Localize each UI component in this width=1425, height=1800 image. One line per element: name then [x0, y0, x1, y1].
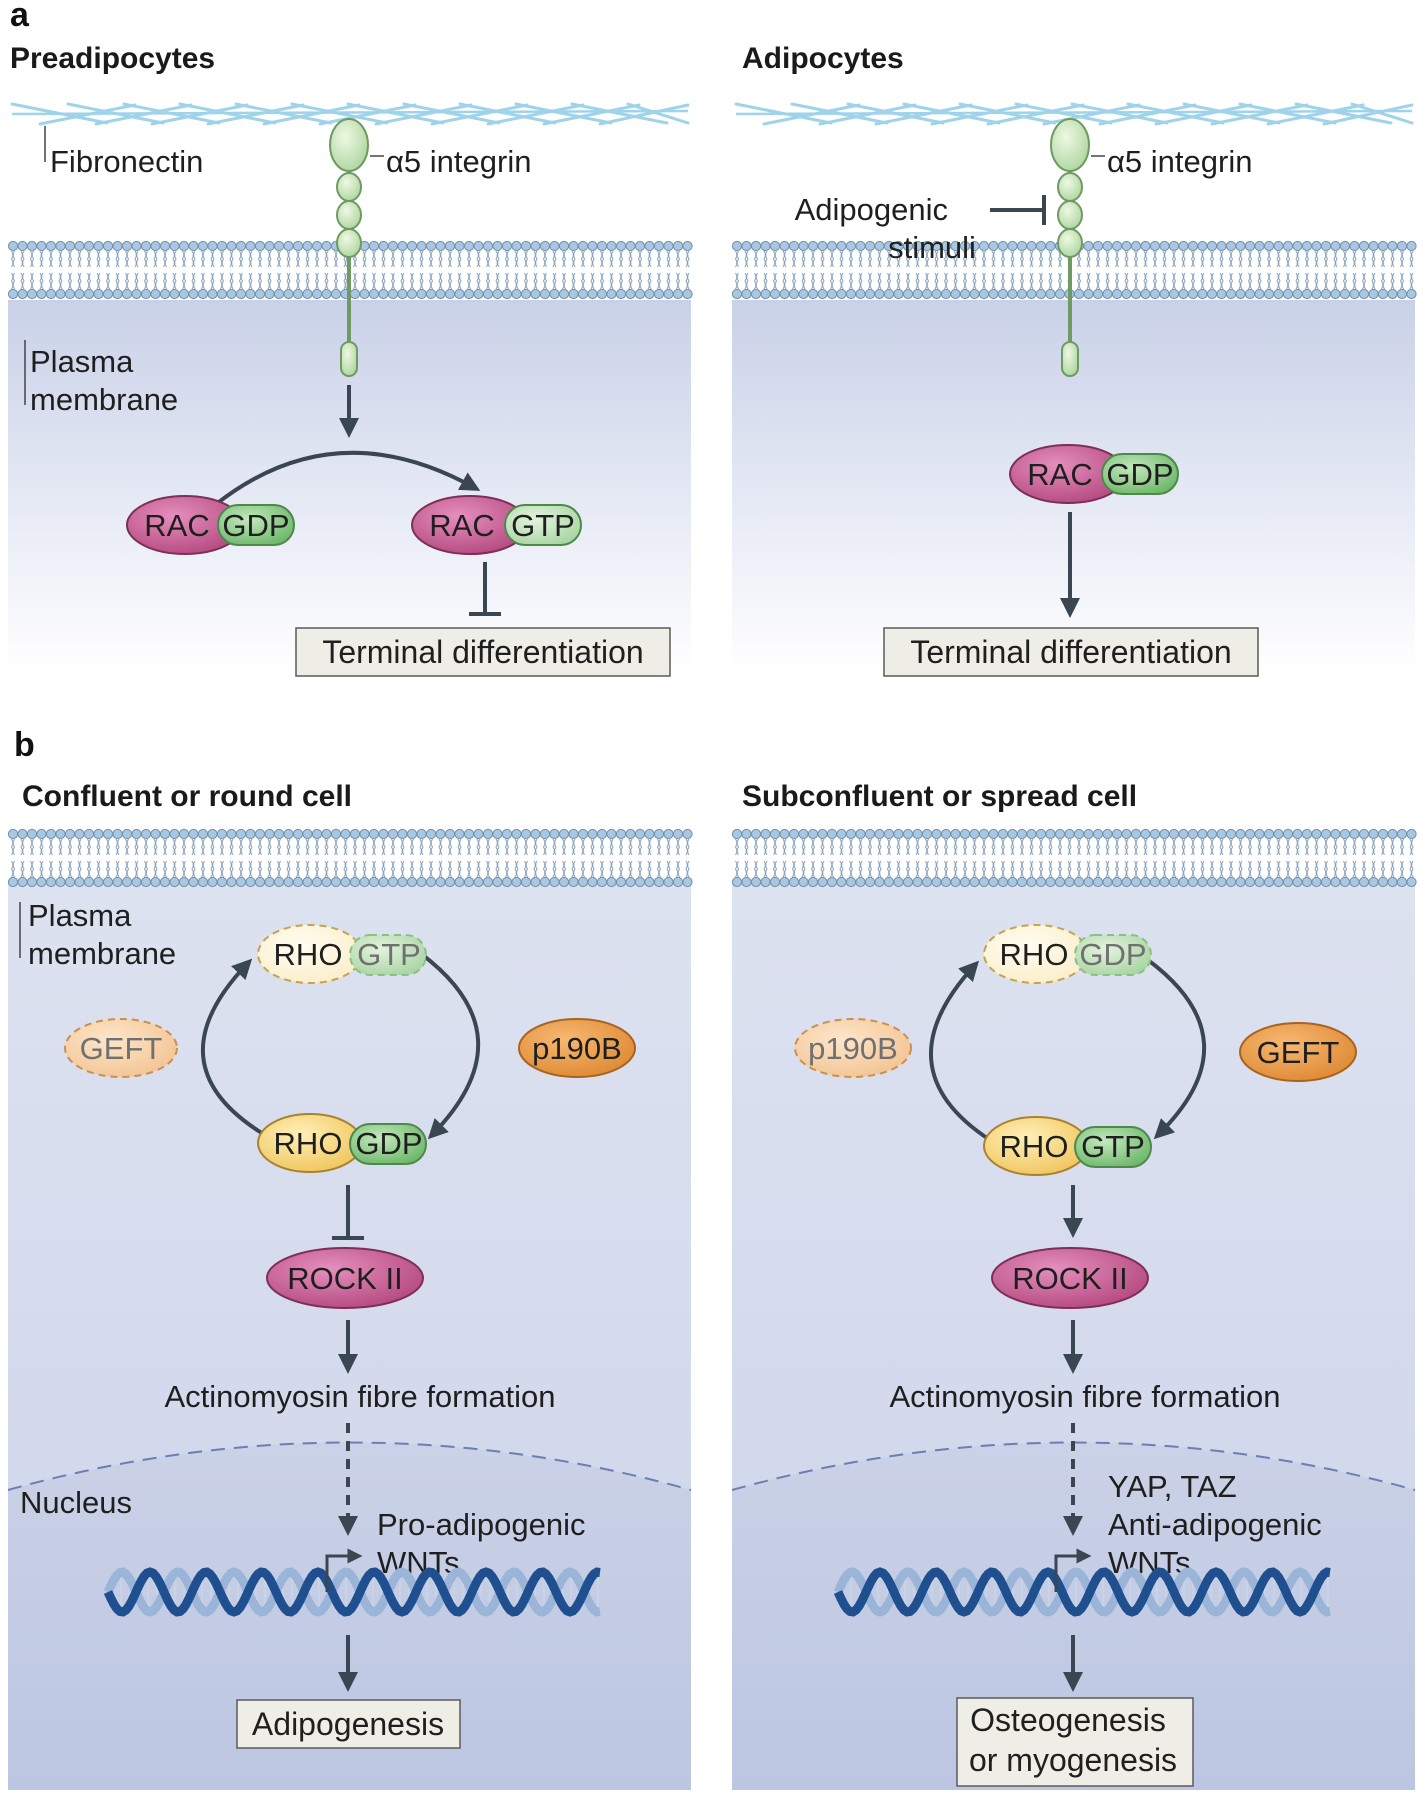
panel-title: Subconfluent or spread cell — [742, 780, 1137, 813]
integrin-label: α5 integrin — [386, 144, 531, 179]
rho-gtp-active: RHO GTP — [983, 1116, 1152, 1176]
p190b-active: p190B — [518, 1018, 636, 1078]
rock-label: ROCK II — [287, 1261, 402, 1296]
panel-a-left: Preadipocytes Fibronectin α5 integrin Pl… — [7, 42, 693, 677]
plasma-membrane — [731, 828, 1417, 888]
outcome-box — [236, 1699, 461, 1749]
outcome-box — [883, 627, 1259, 677]
geft-active: GEFT — [1239, 1022, 1357, 1082]
fibre-label: Actinomyosin fibre formation — [164, 1379, 555, 1414]
panel-b-label: b — [14, 726, 35, 764]
stimuli-label-1: Adipogenic — [795, 192, 948, 227]
fibronectin-fibers — [734, 102, 1414, 126]
yap-taz-label: YAP, TAZ — [1108, 1469, 1237, 1504]
membrane-label-2: membrane — [30, 382, 178, 417]
membrane-label-2: membrane — [28, 936, 176, 971]
gtp-hydrolysis-arrow — [418, 951, 480, 1140]
outcome-label: Adipogenesis — [252, 1706, 444, 1742]
fibronectin-label: Fibronectin — [50, 144, 203, 179]
rho-gtp-inactive: RHO GTP — [257, 924, 427, 984]
rho-label: RHO — [1000, 1129, 1069, 1164]
wnt-label-2: WNTs — [1108, 1545, 1191, 1580]
plasma-membrane — [7, 240, 693, 300]
panel-title: Preadipocytes — [10, 42, 215, 75]
wnt-label-1: Pro-adipogenic — [377, 1507, 586, 1542]
rock-ii: ROCK II — [266, 1247, 424, 1309]
outcome-label: Terminal differentiation — [322, 634, 643, 670]
outcome-label-2: or myogenesis — [969, 1742, 1177, 1778]
rac-label: RAC — [144, 508, 209, 543]
gdp-label: GDP — [1079, 937, 1146, 972]
p190b-label: p190B — [532, 1031, 622, 1066]
rac-gdp: RAC GDP — [126, 495, 295, 555]
plasma-membrane — [7, 828, 693, 888]
panel-b-left: Confluent or round cell Plasma membrane … — [7, 780, 693, 1790]
rac-gtp: RAC GTP — [411, 495, 582, 555]
gtp-label: GTP — [1081, 1129, 1145, 1164]
nucleus — [8, 1442, 691, 1790]
fibre-label: Actinomyosin fibre formation — [889, 1379, 1280, 1414]
rac-gdp: RAC GDP — [1009, 444, 1179, 504]
panel-title: Adipocytes — [742, 42, 904, 75]
rho-gdp-inactive: RHO GDP — [983, 924, 1152, 984]
nucleotide-exchange-arrow — [1146, 958, 1206, 1140]
geft-label: GEFT — [1257, 1035, 1340, 1070]
rho-label: RHO — [274, 1126, 343, 1161]
gdp-gtp-exchange-arrow — [213, 450, 481, 507]
rho-gdp-active: RHO GDP — [257, 1113, 427, 1173]
panel-a-label: a — [10, 0, 30, 34]
alpha5-integrin — [1050, 118, 1090, 377]
geft-label: GEFT — [80, 1031, 163, 1066]
transcription-start-arrow — [325, 1548, 363, 1592]
dna-helix — [833, 1567, 1331, 1617]
transcription-start-arrow — [1054, 1548, 1092, 1592]
rho-label: RHO — [1000, 937, 1069, 972]
p190b-label: p190B — [808, 1031, 898, 1066]
integrin-label: α5 integrin — [1107, 144, 1252, 179]
outcome-label-1: Osteogenesis — [970, 1702, 1166, 1738]
p190b-inactive: p190B — [794, 1018, 912, 1078]
gdp-label: GDP — [1106, 457, 1173, 492]
gtp-hydrolysis-arrow — [929, 960, 992, 1142]
wnt-label-2: WNTs — [377, 1545, 460, 1580]
plasma-membrane — [731, 240, 1417, 300]
membrane-label-1: Plasma — [28, 898, 132, 933]
panel-b-right: Subconfluent or spread cell RHO GDP RHO … — [731, 780, 1417, 1790]
rock-ii: ROCK II — [991, 1247, 1149, 1309]
gtp-label: GTP — [511, 508, 575, 543]
alpha5-integrin — [329, 118, 369, 377]
fibronectin-fibers — [10, 102, 690, 126]
rock-label: ROCK II — [1012, 1261, 1127, 1296]
panel-title: Confluent or round cell — [22, 780, 352, 813]
geft-inactive: GEFT — [64, 1018, 178, 1078]
rho-label: RHO — [274, 937, 343, 972]
dna-helix — [103, 1567, 601, 1617]
rac-label: RAC — [429, 508, 494, 543]
gdp-label: GDP — [222, 508, 289, 543]
nucleotide-exchange-arrow — [201, 958, 267, 1137]
gdp-label: GDP — [355, 1126, 422, 1161]
panel-a-right: Adipocytes α5 integrin Adipogenic stimul… — [731, 42, 1417, 677]
stimuli-label-2: stimuli — [888, 230, 976, 265]
wnt-label-1: Anti-adipogenic — [1108, 1507, 1322, 1542]
outcome-box — [956, 1697, 1194, 1787]
gtp-label: GTP — [357, 937, 421, 972]
outcome-box — [295, 627, 671, 677]
rac-label: RAC — [1027, 457, 1092, 492]
nucleus-label: Nucleus — [20, 1485, 132, 1520]
outcome-label: Terminal differentiation — [910, 634, 1231, 670]
membrane-label-1: Plasma — [30, 344, 134, 379]
